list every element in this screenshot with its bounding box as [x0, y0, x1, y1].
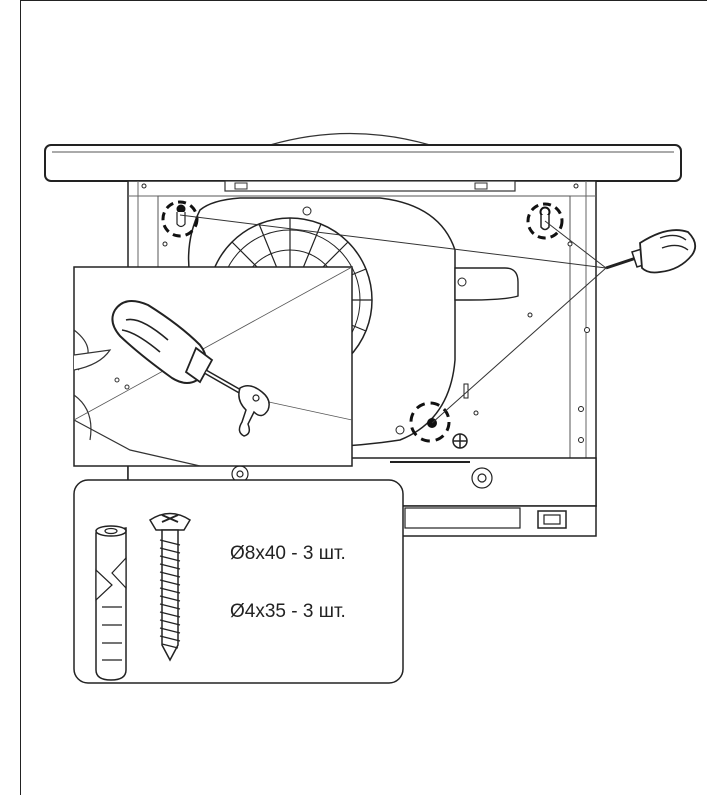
mounting-hole-marker — [526, 202, 564, 240]
dowel-spec-label: Ø8x40 - 3 шт. — [230, 543, 346, 564]
body-screws — [141, 183, 590, 443]
ground-symbol — [452, 433, 468, 449]
screw-spec-label: Ø4x35 - 3 шт. — [230, 601, 346, 622]
page-frame — [20, 0, 707, 795]
screw-icon — [148, 512, 192, 662]
side-bracket — [454, 267, 519, 301]
dowel-icon — [95, 525, 127, 681]
top-bracket — [224, 180, 516, 192]
hood-top-panel — [44, 144, 682, 182]
top-dome — [269, 132, 431, 146]
detail-inset — [73, 266, 353, 467]
mounting-hole-marker — [161, 200, 199, 238]
leader-lines — [179, 214, 607, 424]
filter-slot — [404, 507, 521, 529]
screwdriver-icon — [605, 229, 697, 274]
